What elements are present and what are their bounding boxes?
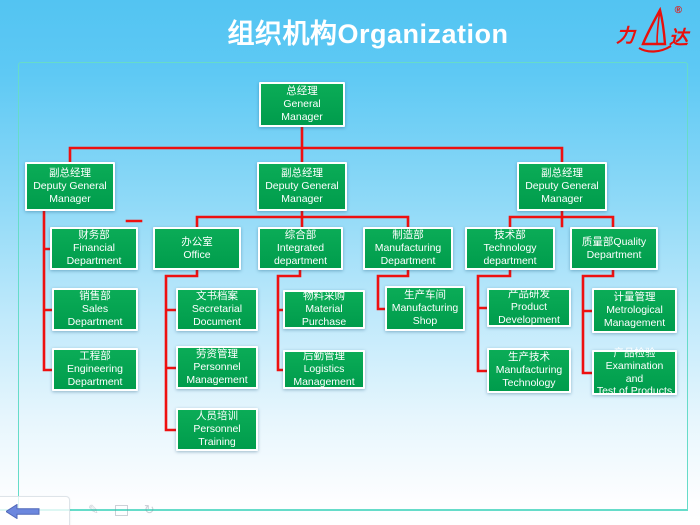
org-node-engineering-department: 工程部 Engineering Department [52, 348, 138, 391]
org-node-general-manager: 总经理 General Manager [259, 82, 345, 127]
slide-content-frame [18, 62, 688, 510]
org-node-secretarial-document: 文书档案 Secretarial Document [176, 288, 258, 331]
frame-bottom-line [0, 509, 688, 511]
registered-mark: ® [674, 5, 682, 16]
rectangle-icon[interactable] [114, 504, 128, 516]
logo-char-right: 达 [668, 28, 688, 49]
org-node-deputy-general-manager-2: 副总经理 Deputy General Manager [257, 162, 347, 211]
org-node-deputy-general-manager-3: 副总经理 Deputy General Manager [517, 162, 607, 211]
org-node-office: 办公室 Office [153, 227, 241, 270]
company-logo: 力 ® 达 [614, 5, 692, 55]
org-node-technology-department: 技术部 Technology department [465, 227, 555, 270]
org-node-financial-department: 财务部 Financial Department [50, 227, 138, 270]
org-node-manufacturing-technology: 生产技术 Manufacturing Technology [487, 348, 571, 393]
org-node-material-purchase: 物料采购Material Purchase [283, 290, 365, 329]
org-node-integrated-department: 综合部Integrated department [258, 227, 343, 270]
slide-title: 组织机构Organization [227, 19, 509, 49]
org-node-quality-department: 质量部Quality Department [570, 227, 658, 270]
slideshow-annotation-toolbar: ✎ ↻ [88, 500, 198, 520]
org-node-sales-department: 销售部 Sales Department [52, 288, 138, 331]
org-node-examination-test: 产品检验 Examination and Test of Products [592, 347, 677, 397]
org-node-product-development: 产品研发Product Development [487, 288, 571, 327]
sail-logo-icon [638, 7, 672, 53]
org-node-manufacturing-department: 制造部 Manufacturing Department [363, 227, 453, 270]
logo-char-left: 力 [616, 26, 636, 47]
org-node-deputy-general-manager-1: 副总经理 Deputy General Manager [25, 162, 115, 211]
org-node-personnel-management: 劳资管理 Personnel Management [176, 346, 258, 389]
org-node-metrological-management: 计量管理 Metrological Management [592, 288, 677, 333]
org-node-personnel-training: 人员培训 Personnel Training [176, 408, 258, 451]
org-node-logistics-management: 后勤管理Logistics Management [283, 350, 365, 389]
redo-icon[interactable]: ↻ [143, 502, 155, 517]
org-node-manufacturing-shop: 生产车间 Manufacturing Shop [385, 286, 465, 331]
back-arrow-icon[interactable] [6, 504, 40, 519]
pen-icon[interactable]: ✎ [88, 502, 99, 517]
